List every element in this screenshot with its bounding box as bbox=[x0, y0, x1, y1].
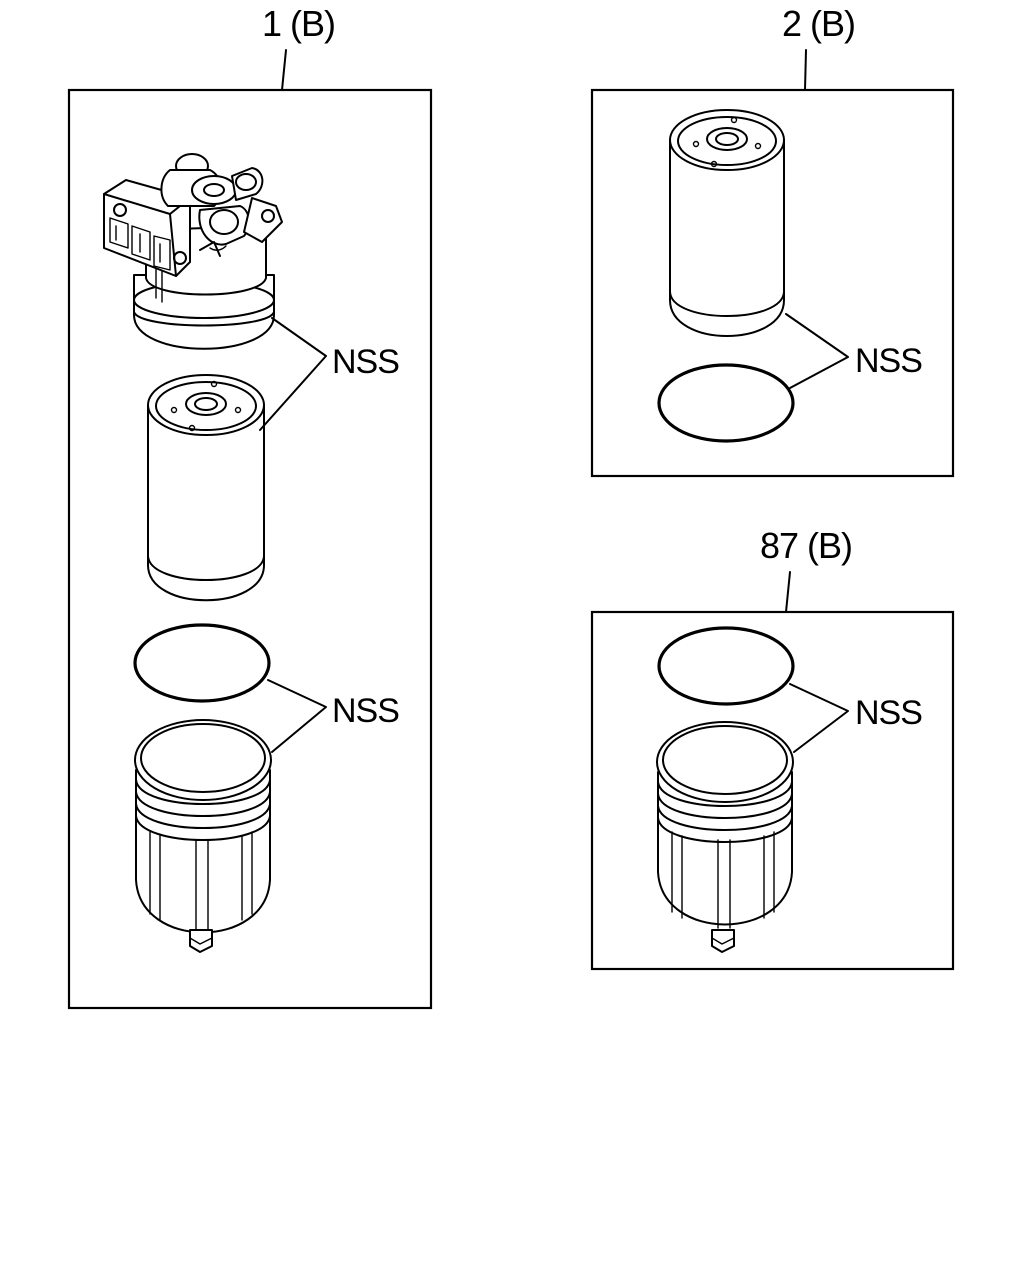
kit-2-group: 2 (B) NSS bbox=[590, 3, 955, 478]
filter-bowl-icon bbox=[656, 721, 794, 953]
nss-label-ring-bowl: NSS bbox=[332, 692, 399, 730]
callout-kit-1: 1 (B) bbox=[262, 3, 335, 44]
filter-bowl-icon bbox=[134, 719, 272, 953]
kit-87-group: 87 (B) NSS bbox=[590, 525, 955, 971]
callout-kit-87-leader bbox=[785, 571, 791, 613]
nss-leader-ring-bowl bbox=[267, 679, 327, 753]
nss-leader-ring-bowl-87 bbox=[789, 683, 849, 753]
o-ring-icon bbox=[133, 623, 271, 703]
kit-1-frame bbox=[67, 88, 433, 1010]
o-ring-icon bbox=[657, 626, 795, 706]
callout-kit-2: 2 (B) bbox=[782, 3, 855, 44]
callout-kit-2-leader bbox=[804, 49, 807, 91]
o-ring-icon bbox=[657, 363, 795, 443]
kit-2-frame bbox=[590, 88, 955, 478]
kit-87-frame bbox=[590, 610, 955, 971]
nss-leader-head-element bbox=[259, 317, 327, 431]
callout-kit-87: 87 (B) bbox=[760, 525, 852, 566]
callout-kit-1-leader bbox=[281, 49, 287, 91]
filter-element-icon bbox=[147, 374, 265, 602]
nss-label-head-element: NSS bbox=[332, 343, 399, 381]
kit-1-group: 1 (B) bbox=[67, 3, 433, 1010]
nss-label-ring-bowl-87: NSS bbox=[855, 694, 922, 732]
filter-head-icon bbox=[103, 153, 283, 350]
nss-label-filter-ring: NSS bbox=[855, 342, 922, 380]
filter-element-icon bbox=[669, 109, 785, 337]
nss-leader-filter-ring bbox=[785, 313, 849, 389]
